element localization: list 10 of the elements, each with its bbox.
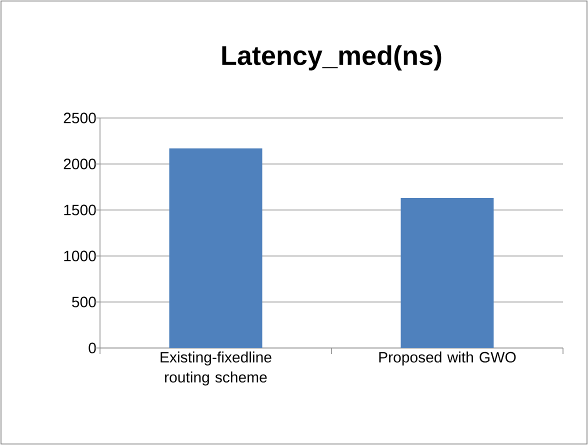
y-tick-label: 1500 [64, 204, 96, 216]
y-tick-label: 2500 [64, 112, 96, 124]
bar-chart: Existing-fixedline routing scheme Proposed with GWO 0 500 1000 1500 2000 2500 Latency_med(ns) [64, 45, 564, 386]
x-tick-label: Proposed with GWO [379, 352, 516, 366]
y-tick-label: 2000 [64, 158, 96, 170]
y-tick-label: 500 [72, 296, 96, 308]
y-tick-label: 1000 [64, 250, 96, 262]
y-tick-label: 0 [88, 342, 96, 354]
x-tick-label: Existing-fixedline routing scheme [160, 352, 272, 386]
chart-title: Latency_med(ns) [222, 45, 442, 70]
